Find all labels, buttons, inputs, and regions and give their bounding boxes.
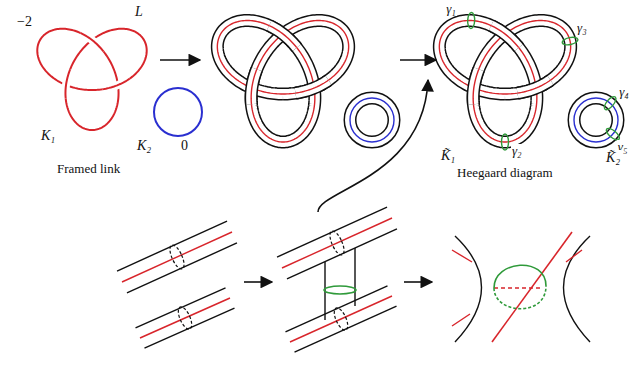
gamma-curve (562, 36, 579, 46)
framing-number: −2 (16, 14, 33, 29)
step-arrow (400, 59, 436, 61)
over-crossing (65, 69, 70, 98)
step-arrow (160, 59, 200, 61)
knot-strand (37, 29, 146, 130)
hidden-core (494, 287, 540, 288)
tube-wall (136, 288, 226, 328)
core-curve (122, 232, 232, 282)
over-crossing (251, 69, 257, 104)
gamma-label: γ₂ (511, 144, 523, 158)
over-crossing (491, 26, 519, 48)
core-curve (492, 232, 572, 342)
component-label: K̃₂ (605, 150, 621, 165)
connecting-tube (325, 248, 355, 320)
knot-strand (217, 21, 348, 142)
gamma-label: γ₁ (445, 2, 457, 16)
panel-tube-added (277, 207, 397, 352)
handlebody-tubes (217, 21, 394, 142)
core-curve (140, 298, 230, 338)
unknot-component (574, 98, 618, 142)
over-crossing (269, 26, 297, 48)
tube-wall (117, 221, 227, 271)
unknot-component (154, 88, 202, 136)
over-crossing (473, 69, 479, 104)
saddle-surface (455, 236, 590, 342)
core-curve (282, 218, 392, 268)
caption: Framed link (56, 162, 121, 176)
gamma-curve (494, 286, 546, 309)
meridian-disk (167, 243, 187, 271)
over-crossing (295, 80, 328, 93)
over-crossing (269, 26, 297, 48)
tube-wall (295, 306, 397, 352)
knot-strand (439, 21, 570, 142)
component-label: K₂ (136, 138, 152, 153)
gamma-curve (494, 265, 546, 288)
knot-strand (217, 21, 348, 142)
panel-before (117, 221, 237, 348)
core-curve (452, 250, 582, 326)
over-crossing (102, 78, 129, 89)
gamma-label: γ₃ (576, 21, 588, 35)
over-crossing (473, 69, 479, 104)
meridian-disk (327, 229, 347, 257)
over-crossing (65, 69, 70, 98)
knot-strand (439, 21, 570, 142)
framed-link (37, 29, 202, 136)
gamma-curve (502, 134, 509, 150)
gamma-curve (324, 286, 356, 294)
over-crossing (517, 80, 550, 93)
tube-wall (144, 308, 234, 348)
over-crossing (491, 26, 519, 48)
gamma-label: γ₄ (618, 85, 630, 99)
tube-wall (287, 229, 397, 279)
tube-wall (277, 207, 387, 257)
over-crossing (269, 26, 297, 48)
over-crossing (80, 33, 103, 51)
over-crossing (473, 69, 479, 104)
heegaard-diagram (439, 12, 621, 150)
unknot-component (350, 98, 394, 142)
over-crossing (517, 80, 550, 93)
component-label: K̃₁ (440, 148, 456, 163)
step-arrow (404, 281, 432, 283)
unknot-component (350, 98, 394, 142)
step-arrow (318, 80, 428, 212)
panel-saddle (452, 232, 590, 342)
over-crossing (295, 80, 328, 93)
unknot-component (350, 98, 394, 142)
over-crossing (517, 80, 550, 93)
over-crossing (251, 69, 257, 104)
over-crossing (251, 69, 257, 104)
over-crossing (295, 80, 328, 93)
over-crossing (80, 33, 103, 51)
step-arrow (244, 281, 272, 283)
unknot-component (574, 98, 618, 142)
over-crossing (102, 78, 129, 89)
tube-wall (285, 286, 387, 332)
caption: Heegaard diagram (456, 166, 554, 180)
gamma-curve (467, 12, 475, 28)
gamma-curve (602, 95, 618, 112)
over-crossing (491, 26, 519, 48)
knot-strand (217, 21, 348, 142)
component-label: K₁ (40, 128, 56, 143)
meridian-disk (332, 306, 351, 332)
knot-strand (439, 21, 570, 142)
tube-wall (127, 243, 237, 293)
meridian-disk (176, 305, 195, 331)
framing-number: 0 (180, 138, 189, 153)
link-name: L (134, 4, 144, 19)
unknot-component (574, 98, 618, 142)
core-curve (290, 296, 392, 342)
